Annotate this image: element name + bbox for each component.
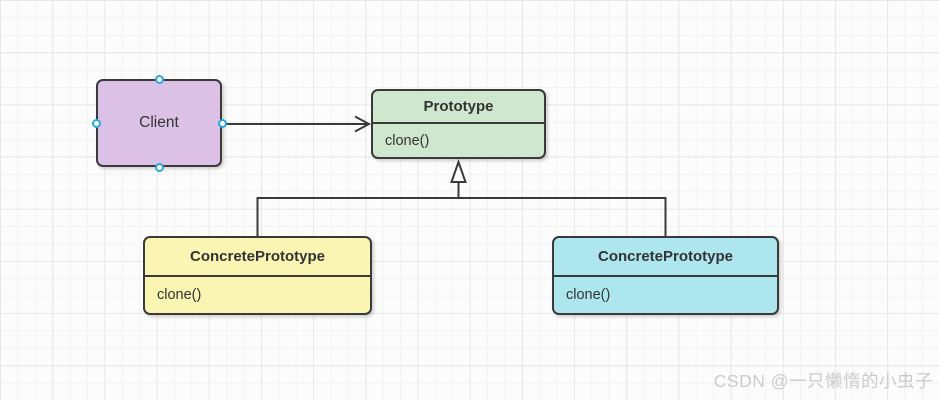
client-class-box[interactable]: Client — [96, 79, 222, 167]
client-class-label: Client — [139, 114, 179, 131]
selection-handle-left[interactable] — [91, 119, 101, 128]
concrete-prototype-left-title: ConcretePrototype — [145, 238, 370, 277]
prototype-method-label: clone() — [385, 132, 430, 149]
hollow-triangle-arrowhead-icon — [450, 158, 467, 183]
concrete-prototype-left-box[interactable]: ConcretePrototype clone() — [143, 236, 372, 315]
selection-handle-top[interactable] — [154, 74, 164, 84]
concrete-prototype-right-title: ConcretePrototype — [554, 238, 777, 277]
selection-handle-bottom[interactable] — [154, 162, 164, 172]
csdn-watermark: CSDN @一只懒惰的小虫子 — [713, 371, 933, 391]
concrete-prototype-right-box[interactable]: ConcretePrototype clone() — [552, 236, 779, 315]
prototype-class-box[interactable]: Prototype clone() — [371, 89, 546, 159]
open-arrowhead-icon — [354, 115, 372, 133]
concrete-prototype-left-method-label: clone() — [157, 287, 202, 303]
prototype-class-title: Prototype — [373, 91, 544, 124]
selection-handle-right[interactable] — [217, 119, 227, 128]
concrete-prototype-right-method-label: clone() — [566, 287, 611, 303]
generalization-branch-lines[interactable] — [256, 197, 667, 236]
